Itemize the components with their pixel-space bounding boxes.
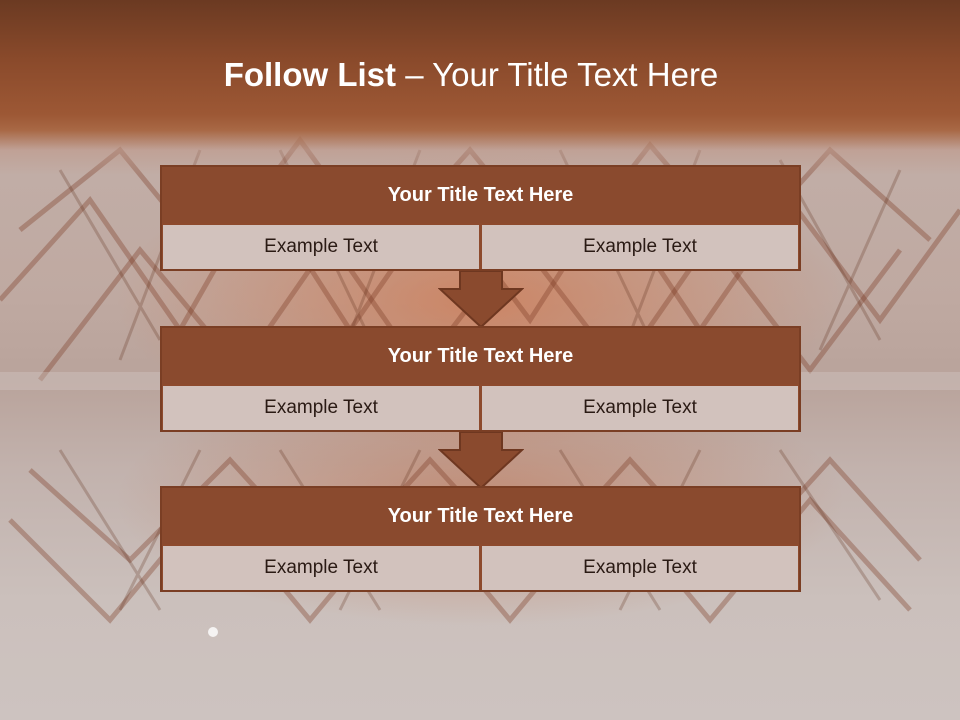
- step-2-right-text: Example Text: [482, 386, 798, 430]
- header-band: [0, 0, 960, 175]
- step-1-left-text: Example Text: [163, 225, 479, 269]
- step-title-2: Your Title Text Here: [162, 328, 799, 384]
- step-3-left-text: Example Text: [163, 546, 479, 590]
- slide-title: Follow List – Your Title Text Here: [0, 56, 942, 94]
- step-box-2: Your Title Text Here Example Text Exampl…: [160, 326, 801, 432]
- step-2-left-text: Example Text: [163, 386, 479, 430]
- step-3-right-text: Example Text: [482, 546, 798, 590]
- step-1-right-text: Example Text: [482, 225, 798, 269]
- down-arrow-icon: [438, 432, 524, 490]
- step-title-1: Your Title Text Here: [162, 167, 799, 223]
- step-box-1: Your Title Text Here Example Text Exampl…: [160, 165, 801, 271]
- down-arrow-icon: [438, 271, 524, 329]
- slide-title-rest: – Your Title Text Here: [396, 56, 719, 93]
- slide-title-bold: Follow List: [223, 56, 397, 93]
- step-title-3: Your Title Text Here: [162, 488, 799, 544]
- step-box-3: Your Title Text Here Example Text Exampl…: [160, 486, 801, 592]
